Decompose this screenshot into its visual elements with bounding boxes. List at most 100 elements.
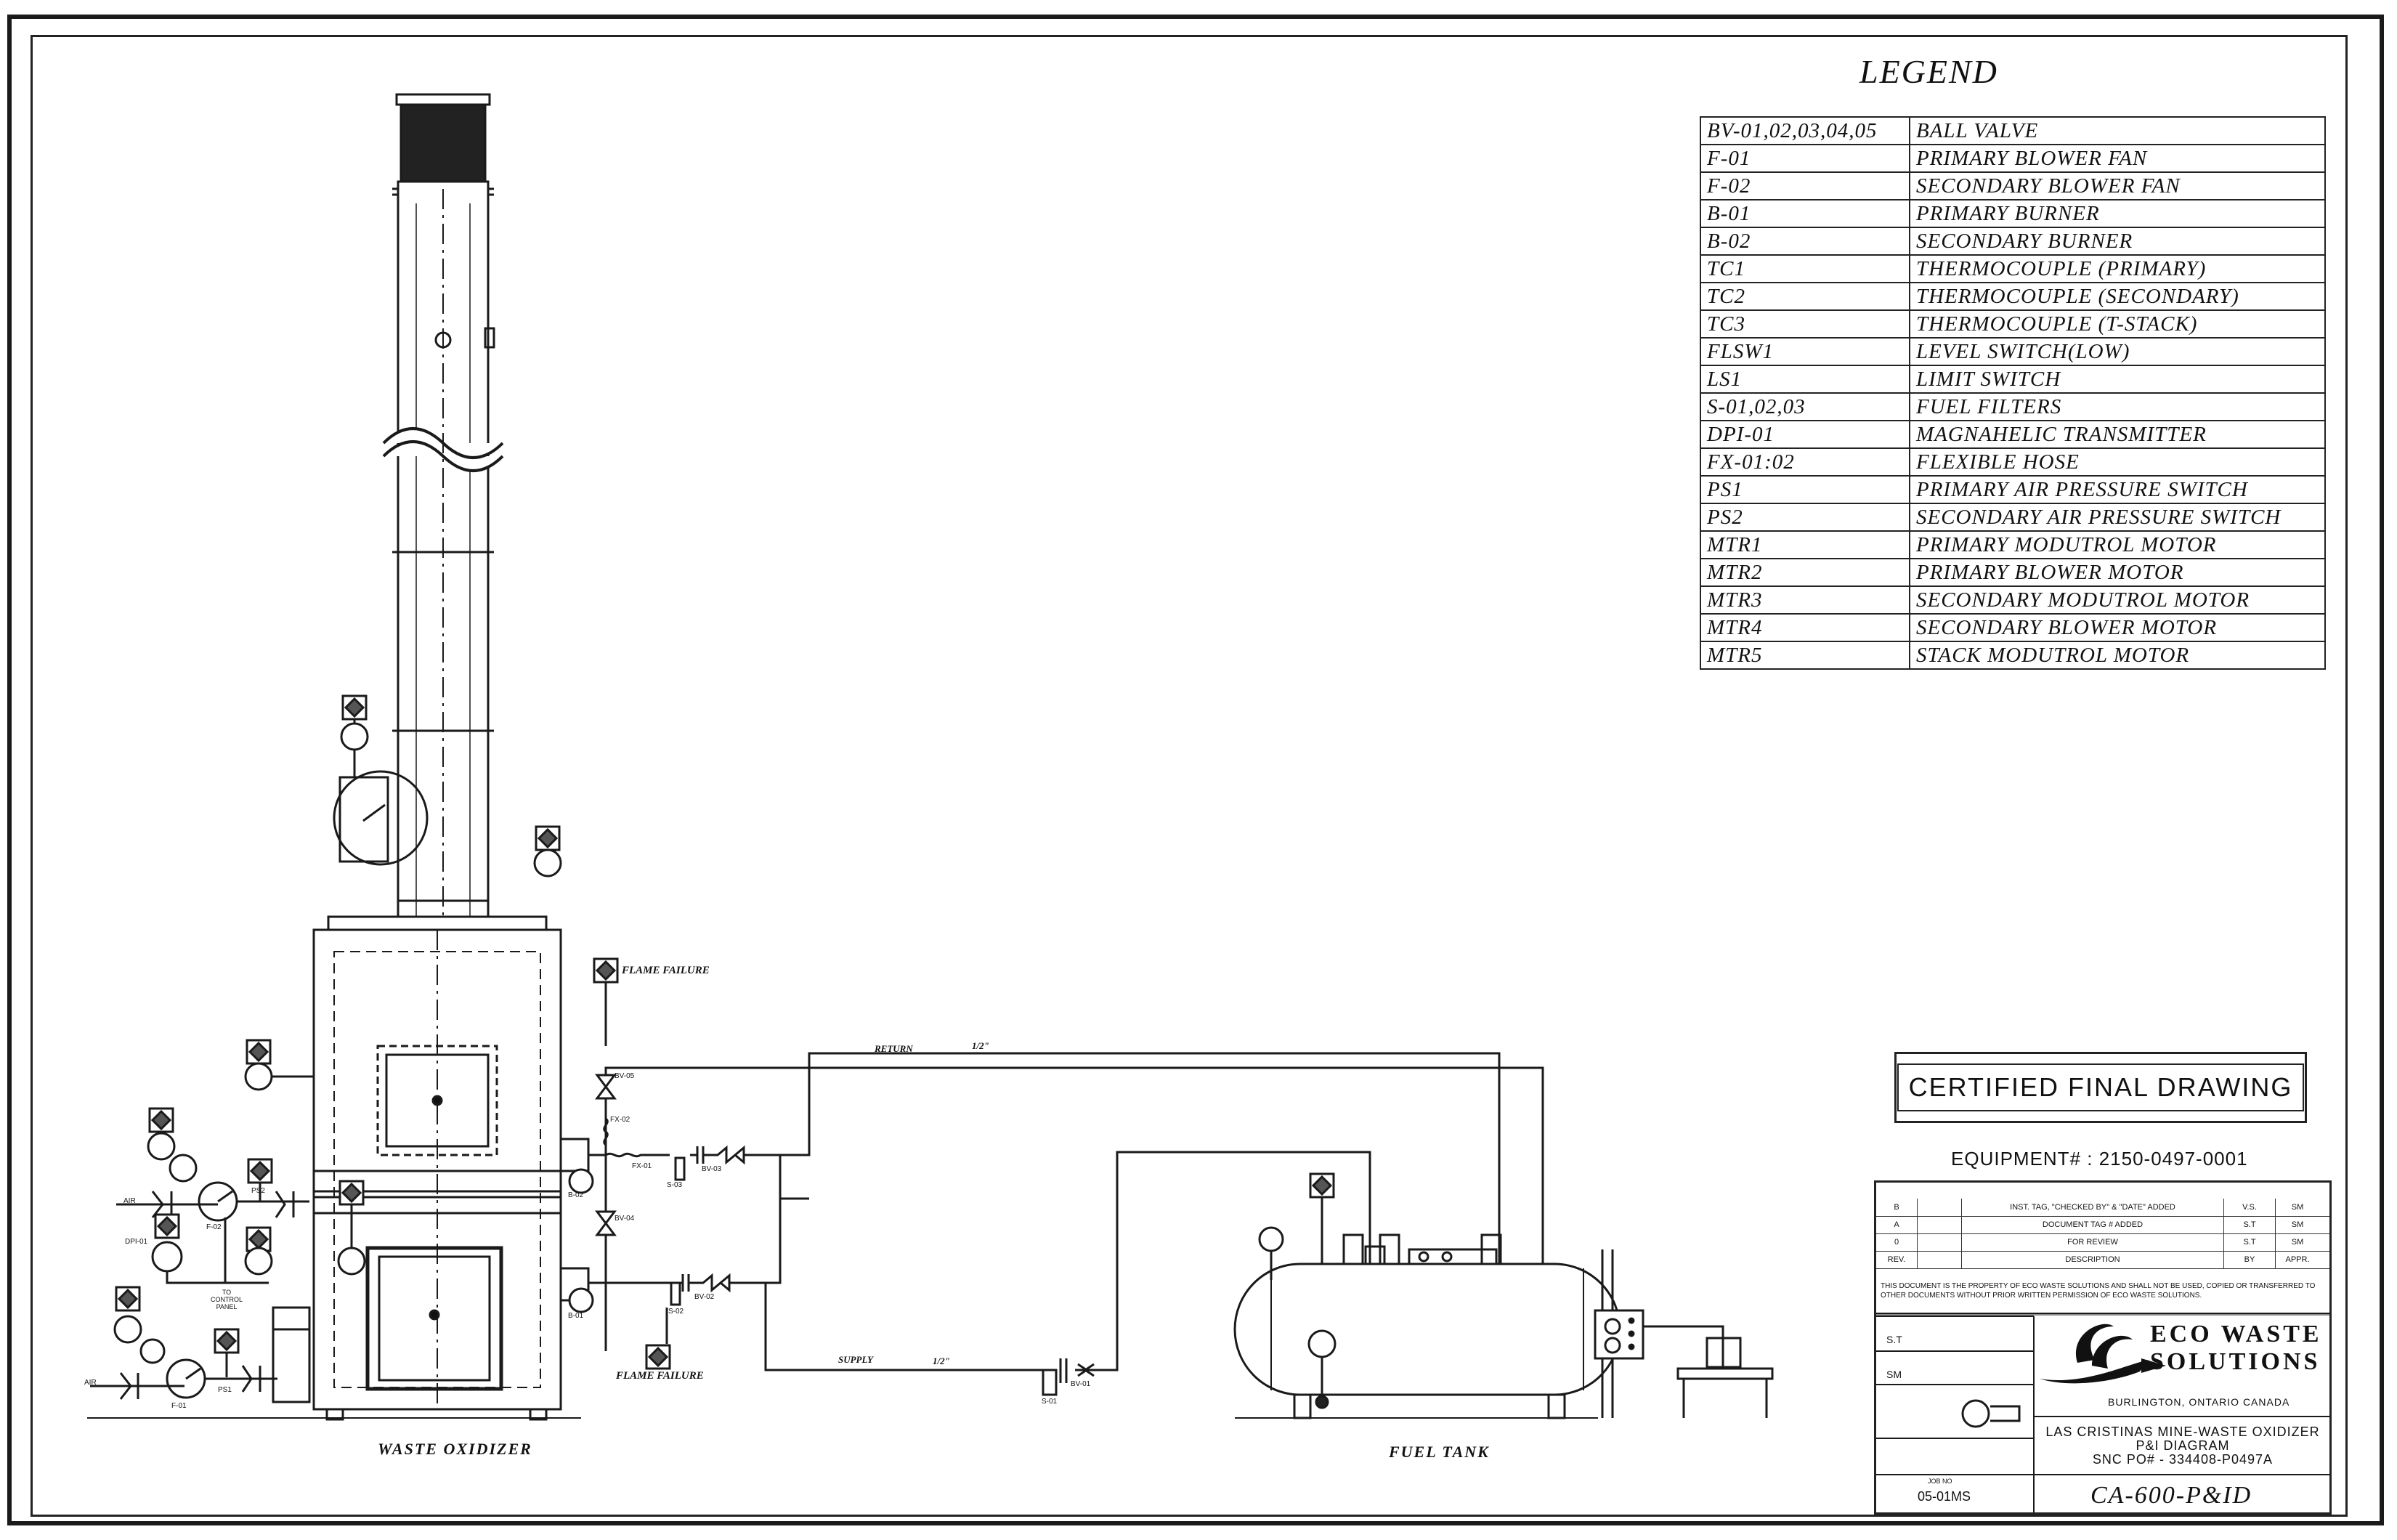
secondary-valves [593,957,1544,1300]
drawn-by: S.T [1886,1334,1902,1345]
legend-tag: FX-01:02 [1700,447,1910,477]
legend-tag: PS2 [1700,503,1910,532]
legend-title: LEGEND [1859,53,1998,90]
label-flame-failure-bottom: FLAME FAILURE [616,1370,704,1382]
rev-desc: DOCUMENT TAG # ADDED [1962,1216,2224,1233]
rev-id: A [1876,1216,1918,1233]
label-f01: F-01 [171,1402,187,1410]
label-s01: S-01 [1042,1398,1058,1406]
label-fx01: FX-01 [632,1162,652,1170]
certified-text: CERTIFIED FINAL DRAWING [1897,1063,2305,1111]
legend-tag: B-01 [1700,199,1910,228]
rev-by: BY [2224,1251,2276,1268]
legend-desc: PRIMARY BLOWER FAN [1909,144,2326,173]
dpi01-gauge [151,1213,269,1284]
equipment-number: EQUIPMENT# : 2150-0497-0001 [1951,1148,2248,1170]
revision-row: A DOCUMENT TAG # ADDED S.T SM [1876,1216,2329,1234]
label-ps1: PS1 [218,1386,232,1394]
legend-desc: PRIMARY BURNER [1909,199,2326,228]
tc1-instrument [244,1226,273,1276]
revision-row: B INST. TAG, "CHECKED BY" & "DATE" ADDED… [1876,1199,2329,1217]
title-block-lines [1874,1313,2332,1515]
stack-modutrol-motor [333,694,429,866]
legend-tag: LS1 [1700,365,1910,394]
legend-desc: MAGNAHELIC TRANSMITTER [1909,420,2326,449]
legend-tag: BV-01,02,03,04,05 [1700,116,1910,145]
drawing-number: CA-600-P&ID [2090,1482,2252,1509]
rev-appr: SM [2291,1203,2304,1212]
label-bv04: BV-04 [615,1215,635,1223]
revision-header-row: REV. DESCRIPTION BY APPR. [1876,1251,2329,1269]
secondary-blower-assembly [116,1154,309,1222]
legend-desc: PRIMARY BLOWER MOTOR [1909,558,2326,587]
rev-by: S.T [2224,1233,2276,1251]
waste-oxidizer-vessel [87,915,581,1421]
company-name-line1: ECO WASTE [2150,1321,2322,1348]
legend-desc: FLEXIBLE HOSE [1909,447,2326,477]
label-air-secondary: AIR [123,1197,136,1205]
legend-desc: THERMOCOUPLE (T-STACK) [1909,309,2326,339]
label-bv01: BV-01 [1071,1380,1091,1388]
rev-desc: DESCRIPTION [1962,1251,2224,1268]
legend-desc: LEVEL SWITCH(LOW) [1909,337,2326,366]
label-return-size: 1/2" [972,1040,989,1051]
label-s02: S-02 [668,1308,684,1316]
label-return: RETURN [875,1043,913,1054]
secondary-burner-b02 [559,1119,766,1206]
ownership-notice: THIS DOCUMENT IS THE PROPERTY OF ECO WAS… [1881,1282,2316,1300]
project-stamp [1961,1399,2021,1428]
legend-desc: LIMIT SWITCH [1909,365,2326,394]
drawing-border-outer [7,15,2384,1525]
drawing-border-inner [31,35,2348,1517]
rev-desc: FOR REVIEW [1962,1233,2224,1251]
legend-desc: SECONDARY BURNER [1909,227,2326,256]
fuel-lines [764,1052,1501,1396]
label-bv05: BV-05 [615,1072,635,1080]
legend-tag: MTR2 [1700,558,1910,587]
label-air-primary: AIR [84,1379,97,1387]
legend-desc: PRIMARY MODUTROL MOTOR [1909,530,2326,559]
label-f02: F-02 [206,1223,222,1231]
flame-failure-bottom-sensor [645,1344,671,1370]
project-line3: SNC PO# - 334408-P0497A [2092,1452,2274,1467]
mtr1-instrument [147,1107,176,1161]
label-supply-size: 1/2" [933,1355,950,1366]
primary-blower-assembly [90,1286,311,1403]
legend-tag: TC3 [1700,309,1910,339]
tc2-instrument [244,1039,314,1091]
legend-tag: DPI-01 [1700,420,1910,449]
rev-id: REV. [1876,1251,1918,1268]
job-no-label: JOB NO [1928,1478,1952,1485]
legend-desc: THERMOCOUPLE (PRIMARY) [1909,254,2326,283]
label-waste-oxidizer: WASTE OXIDIZER [378,1440,532,1458]
legend-desc: SECONDARY BLOWER MOTOR [1909,613,2326,642]
legend-tag: MTR1 [1700,530,1910,559]
certified-stamp: CERTIFIED FINAL DRAWING [1894,1052,2307,1123]
legend-tag: B-02 [1700,227,1910,256]
label-bv03: BV-03 [702,1165,722,1173]
job-number: 05-01MS [1918,1489,1971,1504]
ls1-instrument [337,1180,366,1276]
revision-row: 0 FOR REVIEW S.T SM [1876,1233,2329,1252]
project-line1: LAS CRISTINAS MINE-WASTE OXIDIZER [2045,1424,2320,1439]
legend-tag: TC2 [1700,282,1910,311]
legend-desc: SECONDARY MODUTROL MOTOR [1909,585,2326,615]
label-to-control-panel: TO CONTROL PANEL [211,1289,243,1310]
label-ps2: PS2 [251,1187,265,1195]
legend-desc: BALL VALVE [1909,116,2326,145]
title-block: B INST. TAG, "CHECKED BY" & "DATE" ADDED… [1874,1180,2332,1515]
legend-desc: SECONDARY AIR PRESSURE SWITCH [1909,503,2326,532]
label-dpi01: DPI-01 [125,1238,148,1246]
legend-tag: MTR3 [1700,585,1910,615]
